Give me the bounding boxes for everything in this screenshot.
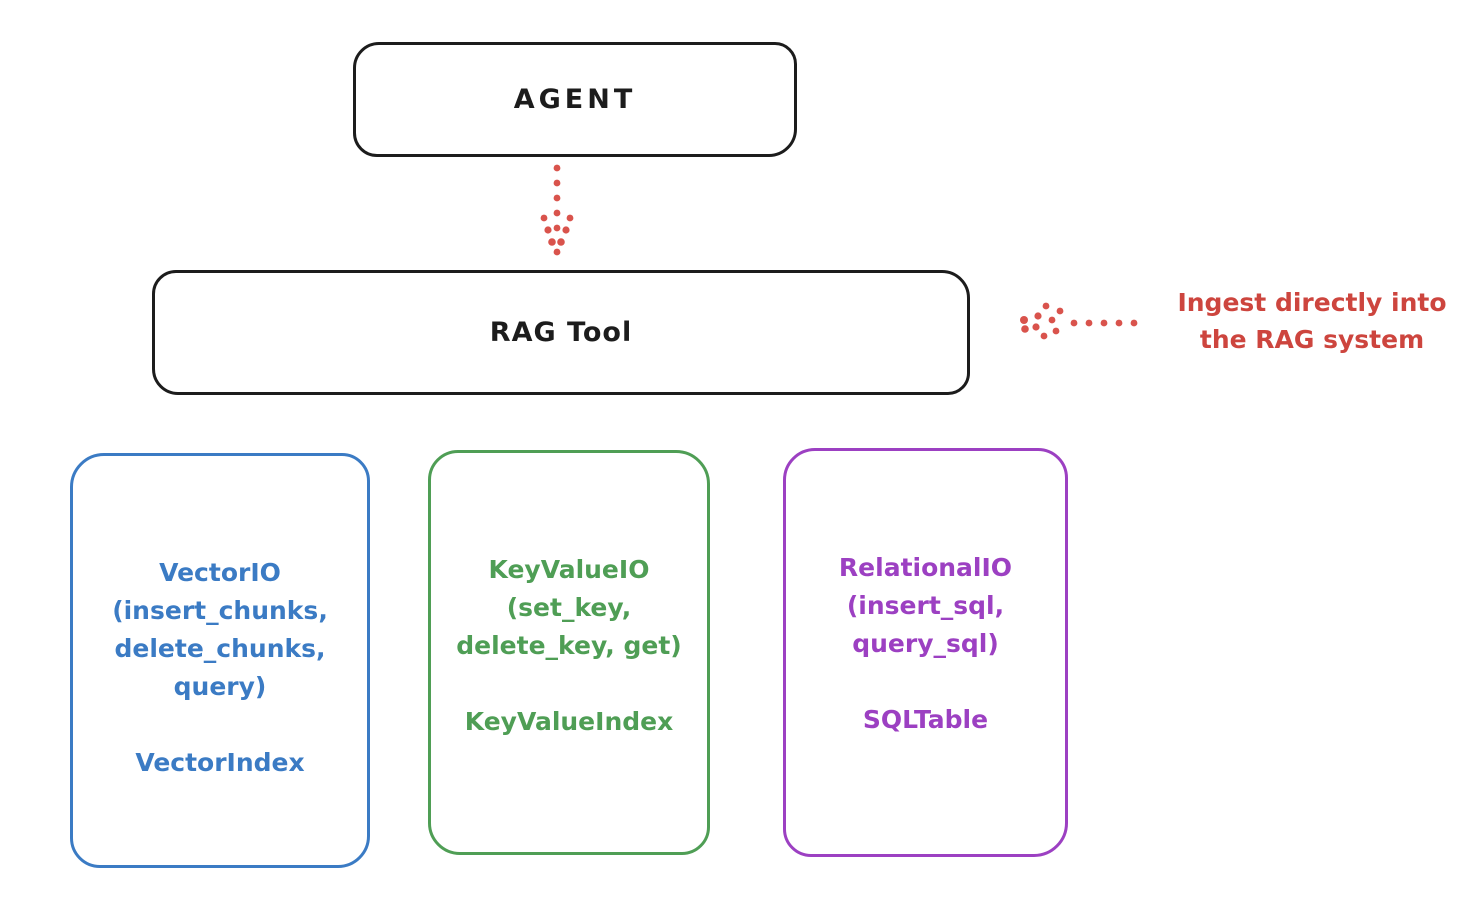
vector-io-method-line: delete_chunks, xyxy=(114,634,326,663)
keyvalue-io-method-line: (set_key, xyxy=(506,593,632,622)
ingest-annotation-line2: the RAG system xyxy=(1199,325,1425,354)
relational-io-method-line: query_sql) xyxy=(852,629,999,658)
ingest-annotation-line1: Ingest directly into xyxy=(1177,288,1447,317)
keyvalue-io-method-line: delete_key, get) xyxy=(456,631,682,660)
vector-io-text: VectorIO (insert_chunks, delete_chunks, … xyxy=(73,554,367,782)
keyvalue-io-title: KeyValueIO xyxy=(488,555,650,584)
spacer xyxy=(431,665,707,703)
vector-io-method-line: (insert_chunks, xyxy=(112,596,328,625)
agent-label: AGENT xyxy=(513,84,637,115)
keyvalue-io-text: KeyValueIO (set_key, delete_key, get) Ke… xyxy=(431,551,707,741)
relational-io-text: RelationalIO (insert_sql, query_sql) SQL… xyxy=(786,549,1065,739)
dotted-arrow-left-icon xyxy=(1020,302,1138,340)
agent-box: AGENT xyxy=(353,42,797,157)
rag-tool-box: RAG Tool xyxy=(152,270,970,395)
dotted-arrow-down-icon xyxy=(540,164,574,256)
spacer xyxy=(73,706,367,744)
sql-table-label: SQLTable xyxy=(862,705,989,734)
vector-io-method-line: query) xyxy=(173,672,267,701)
ingest-annotation: Ingest directly into the RAG system xyxy=(1140,284,1484,358)
vector-index-label: VectorIndex xyxy=(135,748,305,777)
relational-io-box: RelationalIO (insert_sql, query_sql) SQL… xyxy=(783,448,1068,857)
spacer xyxy=(786,663,1065,701)
vector-io-box: VectorIO (insert_chunks, delete_chunks, … xyxy=(70,453,370,868)
keyvalue-index-label: KeyValueIndex xyxy=(464,707,674,736)
relational-io-title: RelationalIO xyxy=(838,553,1013,582)
rag-tool-label: RAG Tool xyxy=(489,317,633,348)
relational-io-method-line: (insert_sql, xyxy=(846,591,1005,620)
keyvalue-io-box: KeyValueIO (set_key, delete_key, get) Ke… xyxy=(428,450,710,855)
vector-io-title: VectorIO xyxy=(159,558,281,587)
